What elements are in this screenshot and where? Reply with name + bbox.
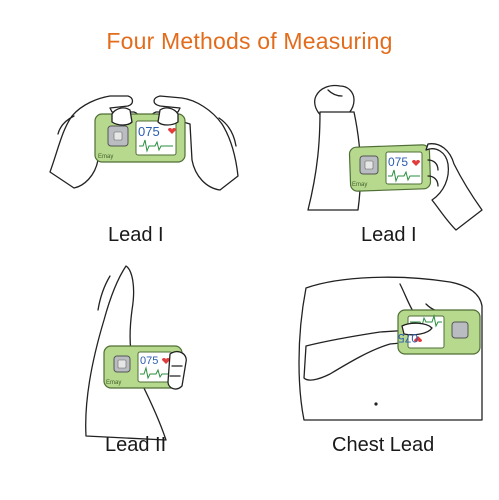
wrist-with-device-illustration: [307, 84, 483, 231]
chest-with-device-illustration: [298, 276, 483, 421]
method-panel-lead-i-wrist: 075 Emay Lead I: [250, 0, 499, 260]
method-panel-chest-lead: 075 Chest Lead: [250, 250, 499, 500]
method-panel-lead-ii: 075 Emay Lead II: [0, 250, 250, 500]
ecg-device: [348, 144, 432, 192]
ecg-device: [94, 113, 186, 163]
method-panel-lead-i-hands: 075 Emay Lead I: [0, 0, 250, 260]
knee-with-device-illustration: [85, 265, 187, 441]
hands-holding-device-illustration: [49, 95, 239, 191]
caption-lead-ii: Lead II: [105, 434, 167, 456]
caption-lead-i-hands: Lead I: [108, 224, 164, 246]
page-title: Four Methods of Measuring: [106, 28, 393, 54]
ecg-device: [103, 345, 183, 389]
caption-chest-lead: Chest Lead: [332, 434, 435, 456]
caption-lead-i-wrist: Lead I: [361, 224, 417, 246]
